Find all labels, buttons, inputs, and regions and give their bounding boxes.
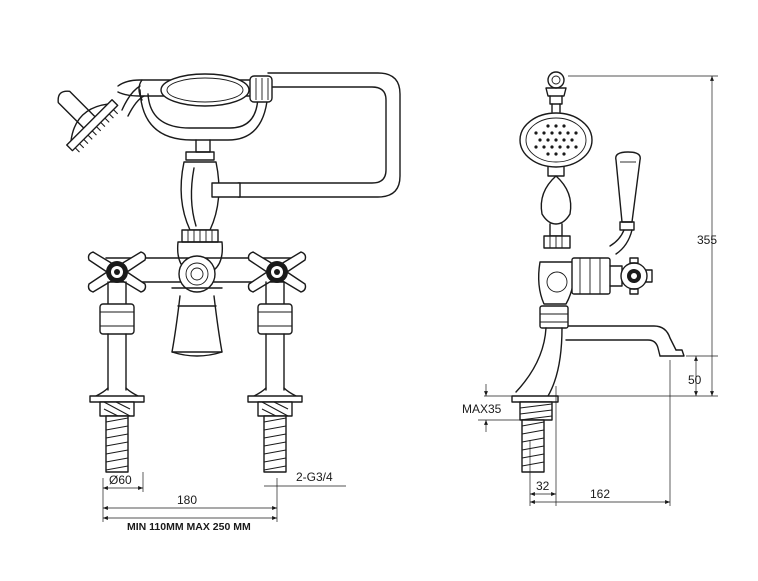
centres-label: 180 <box>177 493 197 507</box>
side-dimensions <box>478 75 718 506</box>
spout-front <box>171 295 223 357</box>
side-tail <box>511 395 559 473</box>
hose-loop <box>237 72 401 198</box>
cross-handle-left <box>87 251 147 293</box>
leg-left <box>89 281 145 473</box>
shower-head <box>57 90 119 153</box>
handset <box>117 73 273 107</box>
deck-max-label: MAX35 <box>462 402 502 416</box>
front-dimensions <box>102 472 346 522</box>
spout-height-label: 50 <box>688 373 702 387</box>
side-nut <box>515 305 569 397</box>
thread-label: 2-G3/4 <box>296 470 333 484</box>
diameter-label: Ø60 <box>109 473 132 487</box>
lever-handle <box>609 151 641 255</box>
top-mount <box>545 71 567 113</box>
height-label: 355 <box>697 233 717 247</box>
front-view: Ø60 180 2-G3/4 MIN 110MM MAX 250 MM <box>57 72 401 533</box>
shower-rose <box>519 112 593 168</box>
tail-offset-label: 32 <box>536 479 550 493</box>
handset-side <box>540 166 572 249</box>
valve-body <box>537 257 653 305</box>
spout-reach-label: 162 <box>590 487 610 501</box>
cross-handle-right <box>247 251 307 293</box>
diverter-column <box>176 151 241 271</box>
side-view: 355 50 MAX35 32 162 <box>462 71 718 506</box>
leg-right <box>247 281 303 473</box>
min-max-label: MIN 110MM MAX 250 MM <box>127 521 251 533</box>
spout-side <box>565 325 685 357</box>
